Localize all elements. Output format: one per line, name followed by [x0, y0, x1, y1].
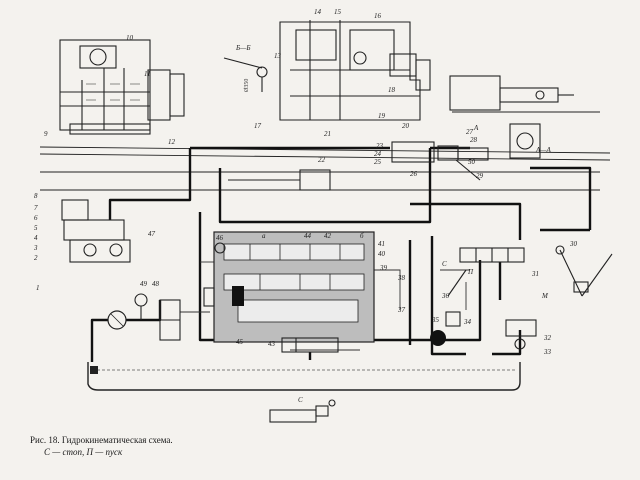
- callout: 36: [441, 292, 450, 300]
- callout: 42: [324, 232, 332, 240]
- callout: 23: [376, 142, 384, 150]
- oil-tank: [87, 362, 521, 391]
- callout: 2: [34, 254, 38, 262]
- lever-36: [445, 269, 467, 327]
- callout: 34: [463, 318, 472, 326]
- callout: 24: [374, 150, 382, 158]
- callout: 31: [531, 270, 539, 278]
- hydraulic-motor-46: [203, 242, 226, 307]
- gear-pump-stack: [61, 199, 131, 263]
- valve-35: [430, 330, 446, 346]
- bed-rails: [39, 146, 611, 191]
- callout: 45: [236, 338, 244, 346]
- callout: 6: [34, 214, 38, 222]
- letter-a: а: [262, 232, 266, 240]
- callout: 28: [470, 136, 478, 144]
- figure-caption: Рис. 18. Гидрокинематическая схема. С — …: [30, 434, 330, 458]
- gauge-49: [134, 293, 148, 320]
- callout-labels: 1 2 3 4 5 6 7 8 9 10 11 12 13 14 15 16 1…: [33, 8, 578, 356]
- callout: 49: [140, 280, 148, 288]
- callout: 37: [397, 306, 406, 314]
- caption-legend: С — стоп, П — пуск: [44, 447, 123, 457]
- callout: 3: [33, 244, 38, 252]
- callout: 19: [378, 112, 386, 120]
- letter-m: М: [541, 292, 549, 300]
- letter-c-lower: С: [298, 396, 303, 404]
- section-label-a-a: А—А: [535, 146, 552, 154]
- filter-50: [391, 141, 489, 181]
- tank-filter: [90, 366, 98, 374]
- lever-b-b: [223, 57, 268, 92]
- pump-1: [107, 310, 127, 330]
- callout: 14: [314, 8, 322, 16]
- callout: 41: [378, 240, 385, 248]
- callout: 1: [36, 284, 40, 292]
- callout: 50: [468, 158, 476, 166]
- cylinder-main: [228, 169, 331, 191]
- callout: 15: [334, 8, 342, 16]
- letter-labels: Б—Б А—А А С П М С а б: [235, 44, 552, 404]
- callout: 33: [543, 348, 552, 356]
- callout: 17: [254, 122, 262, 130]
- letter-p-upper: П: [467, 268, 474, 276]
- valve-32-33: [505, 319, 537, 350]
- callout: 39: [379, 264, 388, 272]
- callout: 26: [410, 170, 418, 178]
- lever-30: [555, 245, 613, 297]
- callout: 44: [304, 232, 312, 240]
- callout: 18: [388, 86, 396, 94]
- callout: 4: [34, 234, 38, 242]
- letter-b: б: [360, 232, 364, 240]
- callout: 32: [543, 334, 552, 342]
- tailstock-right: [449, 75, 600, 159]
- callout: 11: [144, 70, 150, 78]
- callout: 12: [168, 138, 176, 146]
- callout: 10: [126, 34, 134, 42]
- gearbox-center: [279, 20, 431, 121]
- callout: 7: [34, 204, 38, 212]
- callout: 8: [34, 192, 38, 200]
- callout: 47: [148, 230, 156, 238]
- callout: 43: [268, 340, 276, 348]
- valve-48: [159, 299, 181, 341]
- callout: 48: [152, 280, 160, 288]
- headstock-hatching: [86, 83, 140, 101]
- callout: 29: [476, 172, 484, 180]
- callout: 46: [216, 234, 224, 242]
- callout: 35: [431, 316, 440, 324]
- caption-title: Рис. 18. Гидрокинематическая схема.: [30, 435, 173, 445]
- dimension-label: Ø350: [244, 78, 250, 92]
- letter-c-upper: С: [442, 260, 447, 268]
- section-label-a-arrow: А: [473, 124, 479, 132]
- callout: 5: [34, 224, 38, 232]
- callout: 27: [466, 128, 474, 136]
- control-panel: [213, 231, 375, 343]
- valve-31: [459, 247, 525, 263]
- stop-handle: [269, 399, 336, 423]
- callout: 38: [397, 274, 406, 282]
- thin-lines: [180, 261, 470, 351]
- section-label-b-b: Б—Б: [235, 44, 250, 52]
- headstock-left: [59, 39, 185, 135]
- cylinder-41: [281, 337, 339, 353]
- callout: 22: [318, 156, 326, 164]
- callout: 30: [569, 240, 578, 248]
- callout: 13: [274, 52, 282, 60]
- callout: 20: [402, 122, 410, 130]
- callout: 9: [44, 130, 48, 138]
- callout: 40: [378, 250, 386, 258]
- callout: 16: [374, 12, 382, 20]
- callout: 21: [324, 130, 331, 138]
- callout: 25: [374, 158, 382, 166]
